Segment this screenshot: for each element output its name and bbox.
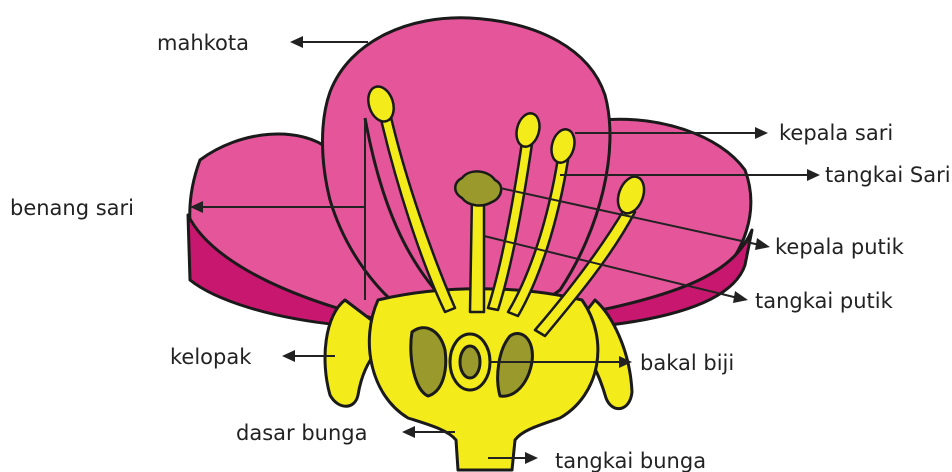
label-mahkota: mahkota — [157, 31, 249, 55]
label-kepala-sari: kepala sari — [779, 121, 893, 145]
ovule-center — [460, 346, 480, 378]
label-kelopak: kelopak — [170, 345, 252, 369]
label-tangkai-sari: tangkai Sari — [825, 163, 951, 187]
label-benang-sari: benang sari — [10, 196, 134, 220]
label-tangkai-bunga: tangkai bunga — [555, 449, 706, 472]
label-dasar-bunga: dasar bunga — [236, 421, 367, 445]
label-bakal-biji: bakal biji — [640, 351, 734, 375]
pistil-style — [470, 195, 484, 312]
receptacle — [325, 289, 632, 470]
label-kepala-putik: kepala putik — [775, 235, 905, 259]
label-tangkai-putik: tangkai putik — [755, 289, 894, 313]
